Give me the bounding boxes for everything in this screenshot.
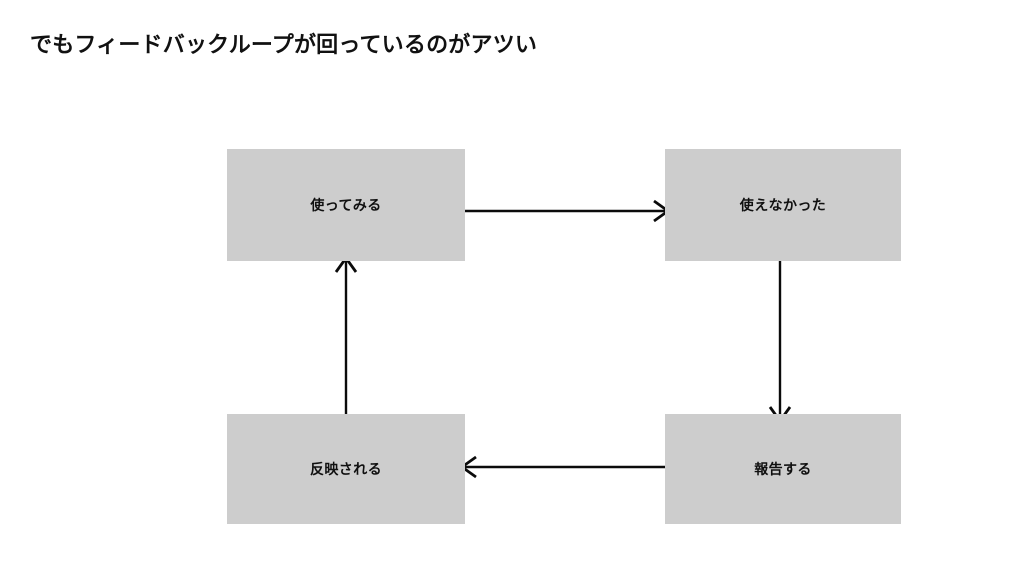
flow-node-label: 反映される — [310, 461, 382, 477]
edge-try-to-fail — [465, 199, 671, 223]
page-title: でもフィードバックループが回っているのがアツい — [30, 32, 538, 57]
flow-node-label: 報告する — [754, 461, 812, 477]
flow-node-label: 使ってみる — [310, 197, 382, 213]
flow-node-try[interactable]: 使ってみる — [227, 149, 465, 261]
edge-fail-to-report — [768, 261, 792, 424]
edge-report-to-apply — [459, 455, 665, 479]
flow-node-report[interactable]: 報告する — [665, 414, 901, 524]
flow-node-label: 使えなかった — [739, 197, 827, 213]
flow-node-apply[interactable]: 反映される — [227, 414, 465, 524]
flow-node-fail[interactable]: 使えなかった — [665, 149, 901, 261]
edge-apply-to-try — [334, 255, 358, 414]
